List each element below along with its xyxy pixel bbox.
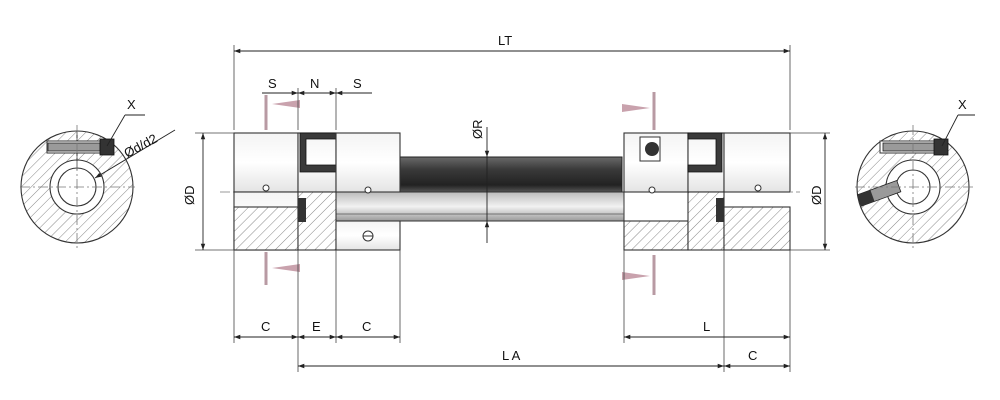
right-radial-screw bbox=[856, 180, 902, 207]
left-end-view bbox=[20, 125, 135, 250]
bore-diameter-label: Ød/d2 bbox=[121, 131, 159, 161]
left-hub-upper bbox=[233, 132, 299, 193]
tube-diameter-label: ØR bbox=[470, 120, 485, 140]
tube-upper bbox=[399, 156, 623, 193]
right-screw-head bbox=[933, 138, 949, 156]
left-screw-label: X bbox=[127, 97, 136, 112]
right-end-view bbox=[855, 125, 975, 250]
section-markers bbox=[264, 92, 656, 295]
left-screw-head bbox=[99, 138, 115, 156]
length-l-label: L bbox=[703, 319, 710, 334]
shaft-distance-label: L A bbox=[502, 348, 521, 363]
overall-length-label: LT bbox=[498, 33, 512, 48]
left-element-spider-lower bbox=[298, 198, 306, 222]
left-mid-hub-upper bbox=[335, 132, 401, 193]
element-length-label: E bbox=[312, 319, 321, 334]
right-screw-label: X bbox=[958, 97, 967, 112]
outer-diameter-right-label: ØD bbox=[809, 186, 824, 206]
outer-diameter-left-label: ØD bbox=[182, 186, 197, 206]
right-hub-upper bbox=[723, 132, 791, 193]
right-screw bbox=[882, 142, 936, 152]
tube-lower bbox=[335, 191, 625, 222]
left-screw bbox=[47, 142, 101, 152]
hub-length-left-label: C bbox=[261, 319, 270, 334]
right-hub-lower bbox=[723, 206, 791, 251]
hub-length-right-label: C bbox=[748, 348, 757, 363]
gap-s-left-label: S bbox=[268, 76, 277, 91]
gap-n-label: N bbox=[310, 76, 319, 91]
gap-s-right-label: S bbox=[353, 76, 362, 91]
hub-length-mid-label: C bbox=[362, 319, 371, 334]
right-mid-hub-lower bbox=[623, 220, 689, 251]
